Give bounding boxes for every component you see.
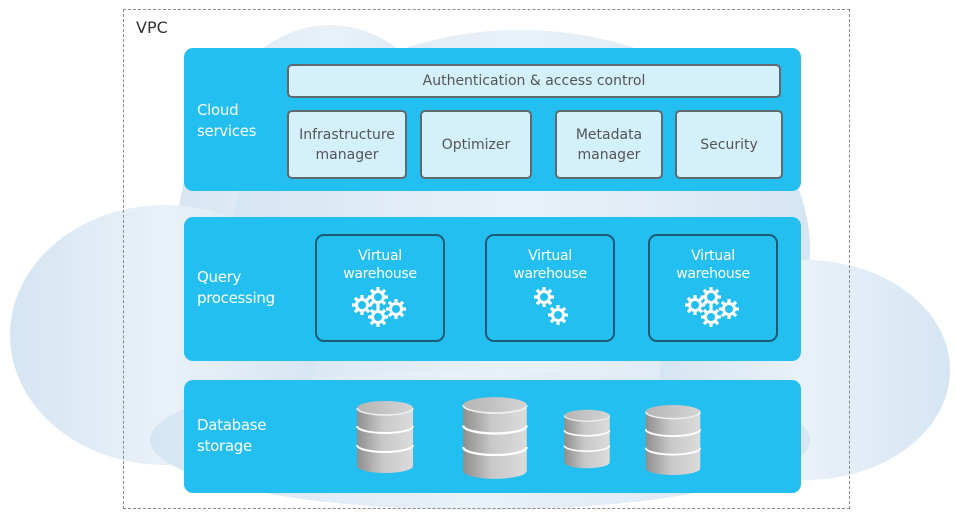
service-label: Metadata (575, 126, 643, 143)
service-label: Optimizer (441, 136, 511, 153)
label-line: Cloud (197, 101, 239, 119)
warehouse-label: warehouse (676, 266, 750, 282)
label-line: storage (197, 437, 252, 455)
cloud-services-label: Cloud services (197, 100, 256, 142)
label-line: Query (197, 268, 242, 286)
database-storage-layer: Database storage (184, 380, 801, 493)
query-processing-layer: Query processing Virtual warehouse Virtu… (184, 217, 801, 361)
gears-4-icon (352, 287, 406, 327)
warehouse-label: warehouse (513, 266, 587, 282)
gears-4-icon (685, 287, 739, 327)
authentication-access-control-box[interactable]: Authentication & access control (287, 64, 781, 98)
service-label: manager (315, 146, 379, 163)
warehouse-title: Virtual warehouse (317, 247, 443, 283)
service-label: manager (577, 146, 641, 163)
database-cylinder-icon (644, 404, 702, 476)
warehouse-label: Virtual (358, 248, 402, 264)
vpc-boundary (123, 9, 850, 509)
database-cylinder-icon (356, 400, 414, 474)
service-label: Security (700, 136, 758, 153)
warehouse-label: warehouse (343, 266, 417, 282)
virtual-warehouse-3[interactable]: Virtual warehouse (648, 234, 778, 342)
optimizer-box[interactable]: Optimizer (420, 110, 532, 179)
service-label: Infrastructure (299, 126, 395, 143)
security-box[interactable]: Security (675, 110, 783, 179)
database-storage-label: Database storage (197, 415, 266, 457)
label-line: services (197, 122, 257, 140)
virtual-warehouse-1[interactable]: Virtual warehouse (315, 234, 445, 342)
label-line: processing (197, 289, 275, 307)
gears-2-icon (534, 287, 568, 325)
database-cylinder-icon (563, 409, 611, 469)
auth-box-label: Authentication & access control (422, 73, 646, 89)
warehouse-label: Virtual (528, 248, 572, 264)
warehouse-label: Virtual (691, 248, 735, 264)
warehouse-title: Virtual warehouse (650, 247, 776, 283)
query-processing-label: Query processing (197, 267, 275, 309)
vpc-label: VPC (136, 18, 168, 37)
infrastructure-manager-box[interactable]: Infrastructure manager (287, 110, 407, 179)
label-line: Database (197, 416, 267, 434)
cloud-services-layer: Cloud services Authentication & access c… (184, 48, 801, 191)
virtual-warehouse-2[interactable]: Virtual warehouse (485, 234, 615, 342)
metadata-manager-box[interactable]: Metadata manager (555, 110, 663, 179)
database-cylinder-icon (462, 396, 528, 480)
warehouse-title: Virtual warehouse (487, 247, 613, 283)
